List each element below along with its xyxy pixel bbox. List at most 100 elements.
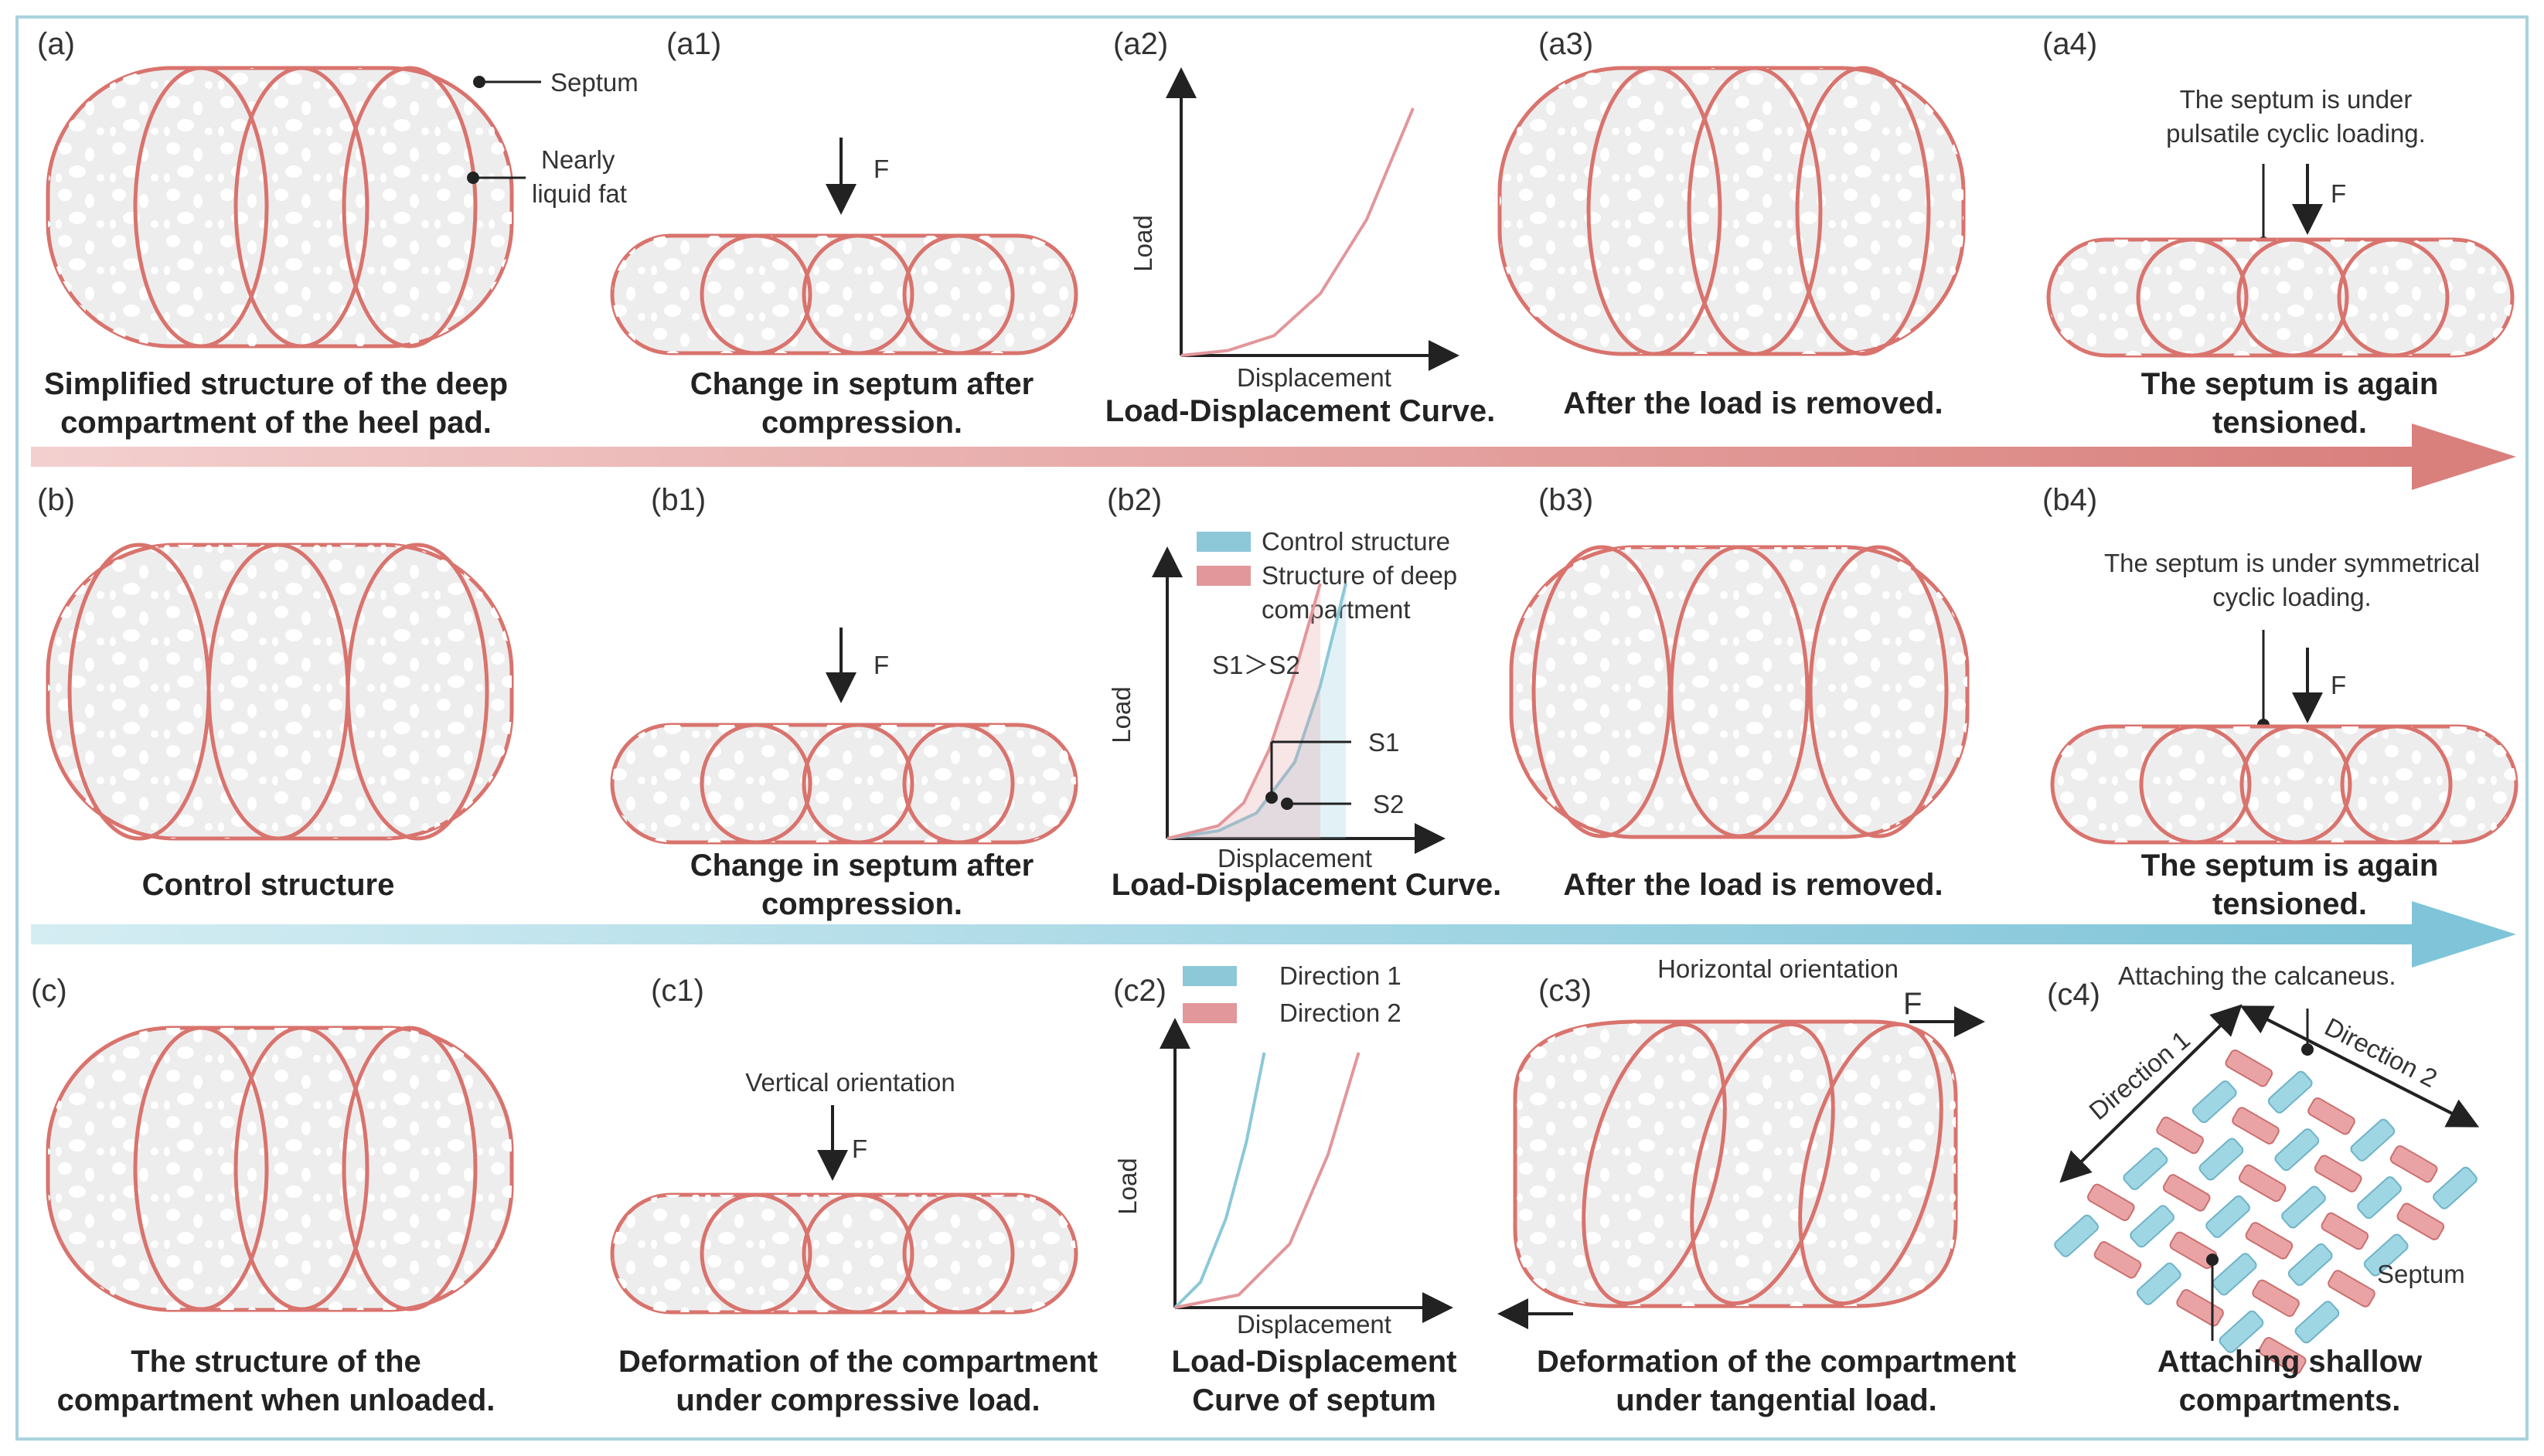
weave-strip-blue [2136, 1262, 2181, 1305]
weave-strip-blue [2054, 1214, 2099, 1257]
weave-strip-pink [2258, 1337, 2307, 1375]
s2-label: S2 [1373, 790, 1404, 818]
weave-strip-pink [2225, 1049, 2273, 1087]
panel-label-c4: (c4) [2047, 978, 2100, 1012]
caption-c2-1: Load-Displacement [1172, 1345, 1457, 1379]
weave-strip-pink [2238, 1164, 2287, 1203]
fat-label-2: liquid fat [532, 179, 627, 208]
panel-label-a3: (a3) [1538, 27, 1593, 61]
orientation-c3: Horizontal orientation [1657, 954, 1899, 983]
attach-calcaneus-label: Attaching the calcaneus. [2118, 961, 2396, 990]
weave-strip-pink [2307, 1097, 2355, 1135]
panel-label-a: (a) [37, 27, 75, 61]
note-a4-2: pulsatile cyclic loading. [2166, 119, 2426, 148]
weave-strip-blue [2433, 1166, 2478, 1209]
force-label-b4: F [2331, 671, 2346, 699]
panel-label-b3: (b3) [1538, 483, 1593, 517]
relation-s1-s2: S1＞S2 [1212, 651, 1300, 679]
weave-strip-blue [2281, 1186, 2326, 1229]
force-label-c1: F [852, 1135, 867, 1163]
compressed-compartment-b1 [610, 723, 1078, 845]
fat-dot [467, 172, 479, 184]
weave-strip-pink [2232, 1107, 2280, 1145]
caption-b3: After the load is removed. [1563, 868, 1943, 902]
caption-b4-1: The septum is again [2141, 849, 2439, 883]
legend-swatch-direction-2 [1183, 1003, 1237, 1023]
weave-strip-pink [2093, 1241, 2142, 1279]
relaxed-compartment-b3 [1509, 545, 1970, 839]
weave-strip-blue [2363, 1233, 2409, 1277]
panel-label-c3: (c3) [1538, 974, 1592, 1008]
weave-strip-pink [2156, 1116, 2204, 1155]
x-label-b2: Displacement [1218, 844, 1372, 873]
legend-swatch-control [1197, 532, 1251, 552]
direction-1-arrow-b [2062, 1004, 2243, 1180]
deep-compartment-cylinder [46, 66, 514, 349]
panel-label-a1: (a1) [666, 27, 721, 61]
caption-c-1: The structure of the [131, 1345, 421, 1379]
weave-strip-pink [2396, 1203, 2445, 1240]
note-b4-2: cyclic loading. [2212, 583, 2371, 611]
caption-c1-2: under compressive load. [676, 1383, 1040, 1417]
septum-label-c4: Septum [2377, 1260, 2465, 1288]
pink-flow-arrow [31, 424, 2516, 490]
force-label-b1: F [874, 651, 889, 679]
note-a4-1: The septum is under [2180, 85, 2413, 114]
legend-direction-1: Direction 1 [1279, 961, 1401, 990]
series-line-b2-1 [1166, 583, 1322, 840]
x-label-a2: Displacement [1237, 363, 1391, 392]
series-area-b2-0 [1167, 583, 1346, 839]
caption-a3: After the load is removed. [1563, 386, 1943, 420]
legend-control: Control structure [1262, 527, 1450, 556]
weave-strip-pink [2245, 1222, 2294, 1260]
sheared-compartment-c3 [1513, 1019, 1958, 1308]
s1-dot [1265, 791, 1278, 804]
compressed-compartment-b4 [2050, 724, 2518, 845]
orientation-c1: Vertical orientation [745, 1068, 955, 1097]
force-label-a1: F [874, 155, 889, 183]
caption-b2: Load-Displacement Curve. [1112, 868, 1502, 902]
caption-b1-2: compression. [761, 887, 962, 921]
weave-strip-pink [2321, 1212, 2369, 1250]
panel-label-c2: (c2) [1113, 974, 1166, 1008]
fat-label-1: Nearly [541, 145, 615, 174]
legend-direction-2: Direction 2 [1279, 998, 1401, 1027]
unloaded-compartment-c [46, 1026, 514, 1312]
weave-strip-pink [2252, 1279, 2300, 1317]
caption-c3-2: under tangential load. [1616, 1383, 1937, 1417]
caption-a4-1: The septum is again [2141, 367, 2439, 401]
caption-a4-2: tensioned. [2212, 406, 2367, 440]
septum-dot [473, 76, 485, 88]
chart-a2: Load Displacement [1129, 67, 1459, 392]
series-line-a2-0 [1180, 107, 1415, 357]
weave-strip-blue [2198, 1138, 2244, 1181]
caption-b: Control structure [142, 868, 395, 902]
panel-label-b2: (b2) [1107, 483, 1162, 517]
weave-strip-pink [2087, 1183, 2135, 1221]
caption-c1-1: Deformation of the compartment [618, 1345, 1098, 1379]
series-line-c2-1 [1174, 1052, 1361, 1309]
control-structure-cylinder [46, 543, 514, 841]
series-line-b2-0 [1166, 583, 1347, 840]
y-label-a2: Load [1129, 215, 1157, 271]
y-label-b2: Load [1107, 686, 1136, 743]
chart-b2: Load Displacement [1107, 546, 1446, 873]
force-label-a4: F [2331, 179, 2346, 208]
caption-a1-1: Change in septum after [690, 367, 1034, 401]
legend-swatch-deep [1197, 566, 1251, 586]
y-label-c2: Load [1113, 1158, 1142, 1214]
caption-a-2: compartment of the heel pad. [60, 406, 492, 440]
caption-b1-1: Change in septum after [690, 849, 1034, 883]
weave-strip-blue [2350, 1118, 2396, 1162]
x-label-c2: Displacement [1237, 1310, 1391, 1339]
force-label-c3: F [1903, 987, 1922, 1021]
caption-c3-1: Deformation of the compartment [1537, 1345, 2016, 1379]
series-area-b2-1 [1167, 583, 1320, 839]
calcaneus-dot [2301, 1043, 2314, 1056]
caption-c4-2: compartments. [2179, 1383, 2401, 1417]
caption-c4-1: Attaching shallow [2157, 1345, 2423, 1379]
weave-strip-pink [2389, 1145, 2438, 1183]
s2-dot [1281, 798, 1293, 810]
weave-strip-blue [2192, 1080, 2237, 1124]
